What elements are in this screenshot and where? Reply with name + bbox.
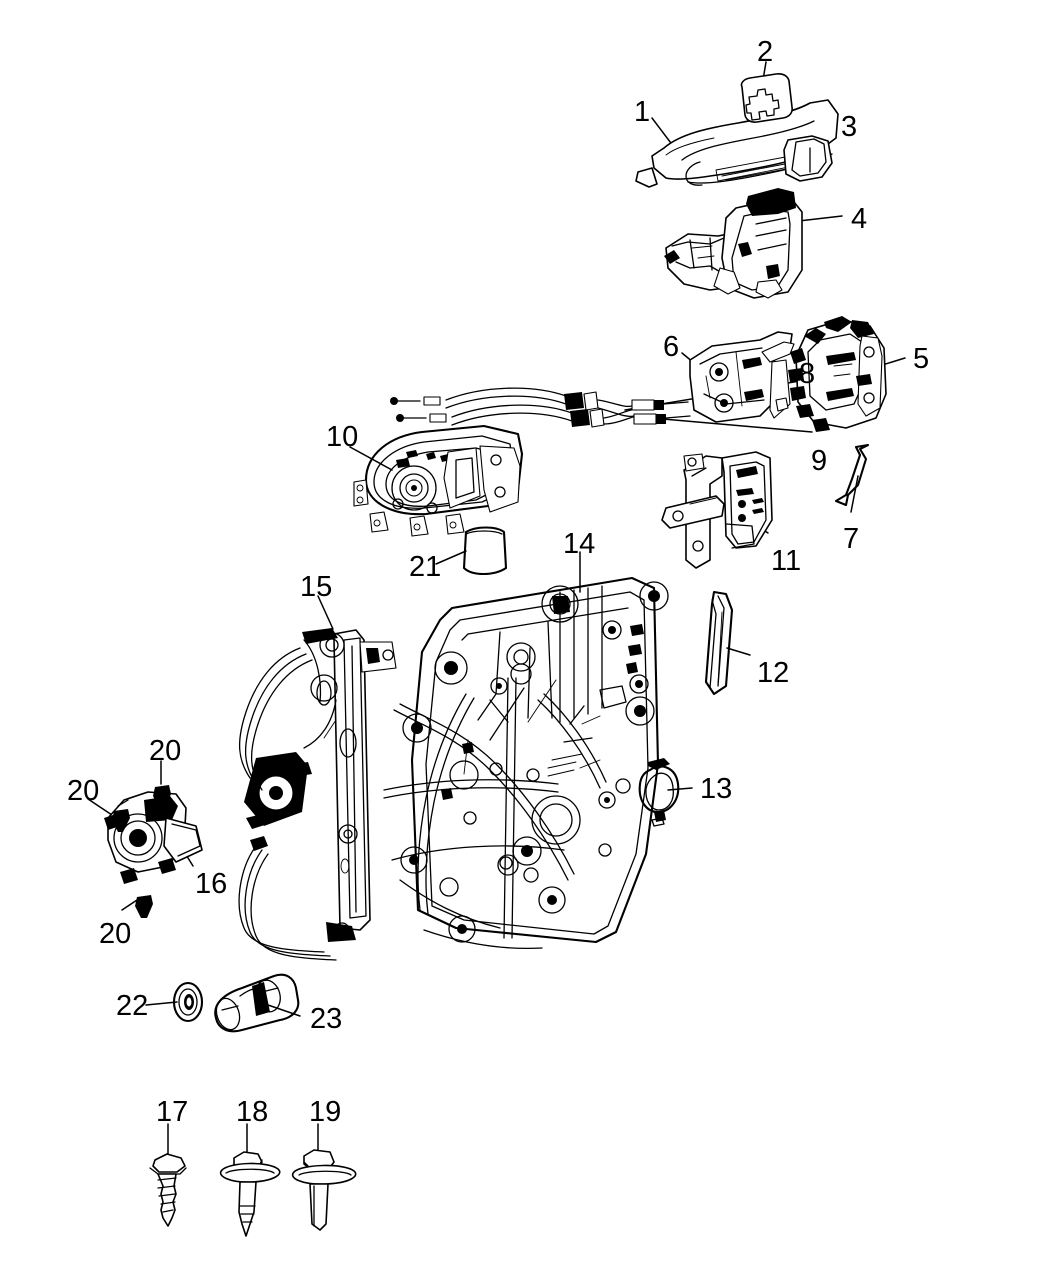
part-latch-support-bracket — [689, 331, 795, 423]
part-tapping-screw — [149, 1153, 187, 1227]
part-stud-bolt — [219, 1151, 281, 1237]
callout-5: 5 — [913, 343, 930, 375]
callout-19: 19 — [309, 1096, 342, 1128]
callout-17: 17 — [156, 1096, 189, 1128]
callout-22: 22 — [116, 990, 149, 1022]
callout-11: 11 — [771, 545, 802, 577]
part-exterior-door-handle — [635, 99, 839, 188]
callout-16: 16 — [195, 868, 228, 900]
part-door-inner-panel-module — [383, 576, 669, 949]
callout-7: 7 — [843, 523, 860, 555]
part-release-cables — [390, 387, 691, 428]
callout-20-left: 20 — [67, 775, 100, 807]
callout-2: 2 — [757, 36, 774, 68]
callout-4: 4 — [851, 203, 868, 235]
callout-10: 10 — [326, 421, 359, 453]
part-handle-base-bracket — [664, 188, 803, 299]
part-interior-handle-bezel — [353, 424, 524, 537]
callout-15: 15 — [300, 571, 333, 603]
part-conduit-boot — [214, 973, 300, 1033]
callout-14: 14 — [563, 528, 596, 560]
callout-8: 8 — [799, 358, 816, 390]
part-striker-reinforcement — [661, 451, 773, 569]
callout-23: 23 — [310, 1003, 343, 1035]
callout-20-top: 20 — [149, 735, 182, 767]
part-hex-flange-bolt — [291, 1149, 357, 1231]
part-hole-plug — [462, 526, 508, 576]
callout-9: 9 — [811, 445, 828, 477]
callout-13: 13 — [700, 773, 733, 805]
part-retainer-clip-ring — [638, 758, 680, 827]
part-lock-link-rod — [834, 443, 870, 507]
part-grommet-ring — [172, 981, 204, 1023]
callout-20-bottom: 20 — [99, 918, 132, 950]
part-key-cylinder-cover — [740, 73, 793, 123]
part-window-run-channel — [704, 590, 734, 696]
callout-12: 12 — [757, 657, 790, 689]
callout-1: 1 — [634, 96, 651, 128]
callout-6: 6 — [663, 331, 680, 363]
callout-18: 18 — [236, 1096, 269, 1128]
part-motor-mount-screws — [112, 785, 171, 918]
callout-21: 21 — [409, 551, 442, 583]
part-window-regulator — [238, 628, 397, 961]
part-door-latch-assembly — [788, 316, 887, 432]
callout-3: 3 — [841, 111, 858, 143]
part-regulator-motor — [104, 791, 203, 884]
